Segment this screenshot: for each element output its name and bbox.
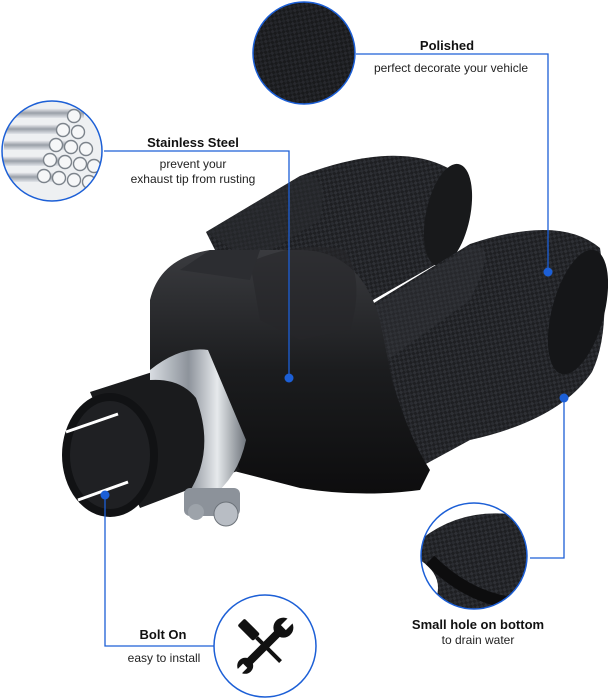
stainless-desc-line1: prevent your [159, 157, 227, 171]
leader-bolt-on [104, 495, 214, 647]
steel-clamp [150, 349, 246, 527]
dot-small-hole [559, 393, 569, 403]
steel-pipes-icon [1, 100, 103, 202]
leader-small-hole [530, 398, 565, 559]
small-hole-desc: to drain water [441, 633, 515, 647]
dot-stainless [284, 373, 294, 383]
small-hole-title: Small hole on bottom [411, 617, 545, 632]
dot-polished [543, 267, 553, 277]
leader-stainless [104, 150, 290, 378]
polished-title: Polished [419, 38, 475, 53]
drain-hole-detail-icon [420, 502, 528, 610]
dot-bolt-on [100, 490, 110, 500]
callout-dots [100, 267, 569, 500]
leader-lines [104, 53, 565, 647]
wrench-screwdriver-icon [213, 594, 317, 698]
stainless-desc-line2: exhaust tip from rusting [130, 172, 256, 186]
stainless-title: Stainless Steel [147, 135, 239, 150]
polished-desc: perfect decorate your vehicle [373, 61, 529, 75]
carbon-fiber-texture-icon [252, 1, 356, 105]
leader-polished [356, 53, 549, 272]
bolt-on-title: Bolt On [139, 627, 187, 642]
bolt-on-desc: easy to install [127, 651, 201, 665]
